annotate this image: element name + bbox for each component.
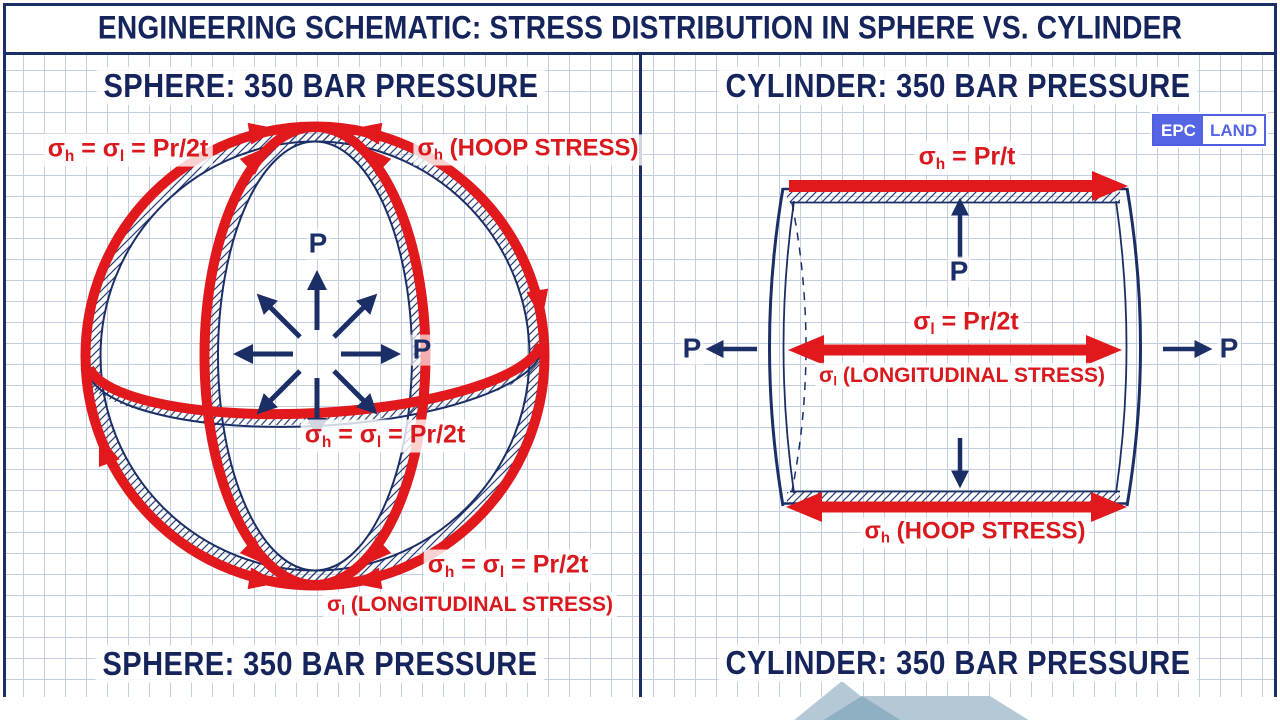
- cylinder-hoop-formula: σh = Pr/t: [914, 141, 1020, 175]
- cylinder-longitudinal-formula: σl = Pr/2t: [909, 306, 1023, 340]
- panel-divider: [639, 55, 642, 697]
- sphere-formula-bottom: σh = σl = Pr/2t: [423, 549, 593, 583]
- sphere-hoop-stress-label: σh (HOOP STRESS): [413, 134, 643, 166]
- cylinder-header: CYLINDER: 350 BAR PRESSURE: [686, 67, 1230, 105]
- epc-land-logo: EPC LAND: [1152, 114, 1267, 146]
- cylinder-hoop-stress-label: σh (HOOP STRESS): [860, 517, 1090, 549]
- sphere-header: SPHERE: 350 BAR PRESSURE: [66, 67, 576, 105]
- page-title: ENGINEERING SCHEMATIC: STRESS DISTRIBUTI…: [97, 9, 1183, 46]
- sphere-pressure-label-right: P: [410, 333, 434, 366]
- title-bar: [3, 3, 1277, 52]
- sphere-formula-equator: σh = σl = Pr/2t: [300, 419, 470, 453]
- cylinder-footer: CYLINDER: 350 BAR PRESSURE: [686, 644, 1230, 682]
- cylinder-longitudinal-stress-label: σl (LONGITUDINAL STRESS): [815, 362, 1109, 390]
- sphere-pressure-label-top: P: [306, 227, 330, 260]
- cylinder-pressure-label-top: P: [947, 255, 971, 288]
- right-border: [1274, 55, 1277, 697]
- title-separator: [3, 52, 1277, 55]
- cylinder-pressure-label-left: P: [680, 332, 704, 365]
- sphere-formula-top: σh = σl = Pr/2t: [43, 133, 213, 167]
- left-border: [3, 55, 6, 697]
- logo-epc: EPC: [1154, 116, 1203, 144]
- sphere-longitudinal-stress-label: σl (LONGITUDINAL STRESS): [323, 591, 617, 619]
- sphere-footer: SPHERE: 350 BAR PRESSURE: [65, 645, 575, 683]
- logo-land: LAND: [1202, 116, 1265, 144]
- cylinder-pressure-label-right: P: [1217, 332, 1241, 365]
